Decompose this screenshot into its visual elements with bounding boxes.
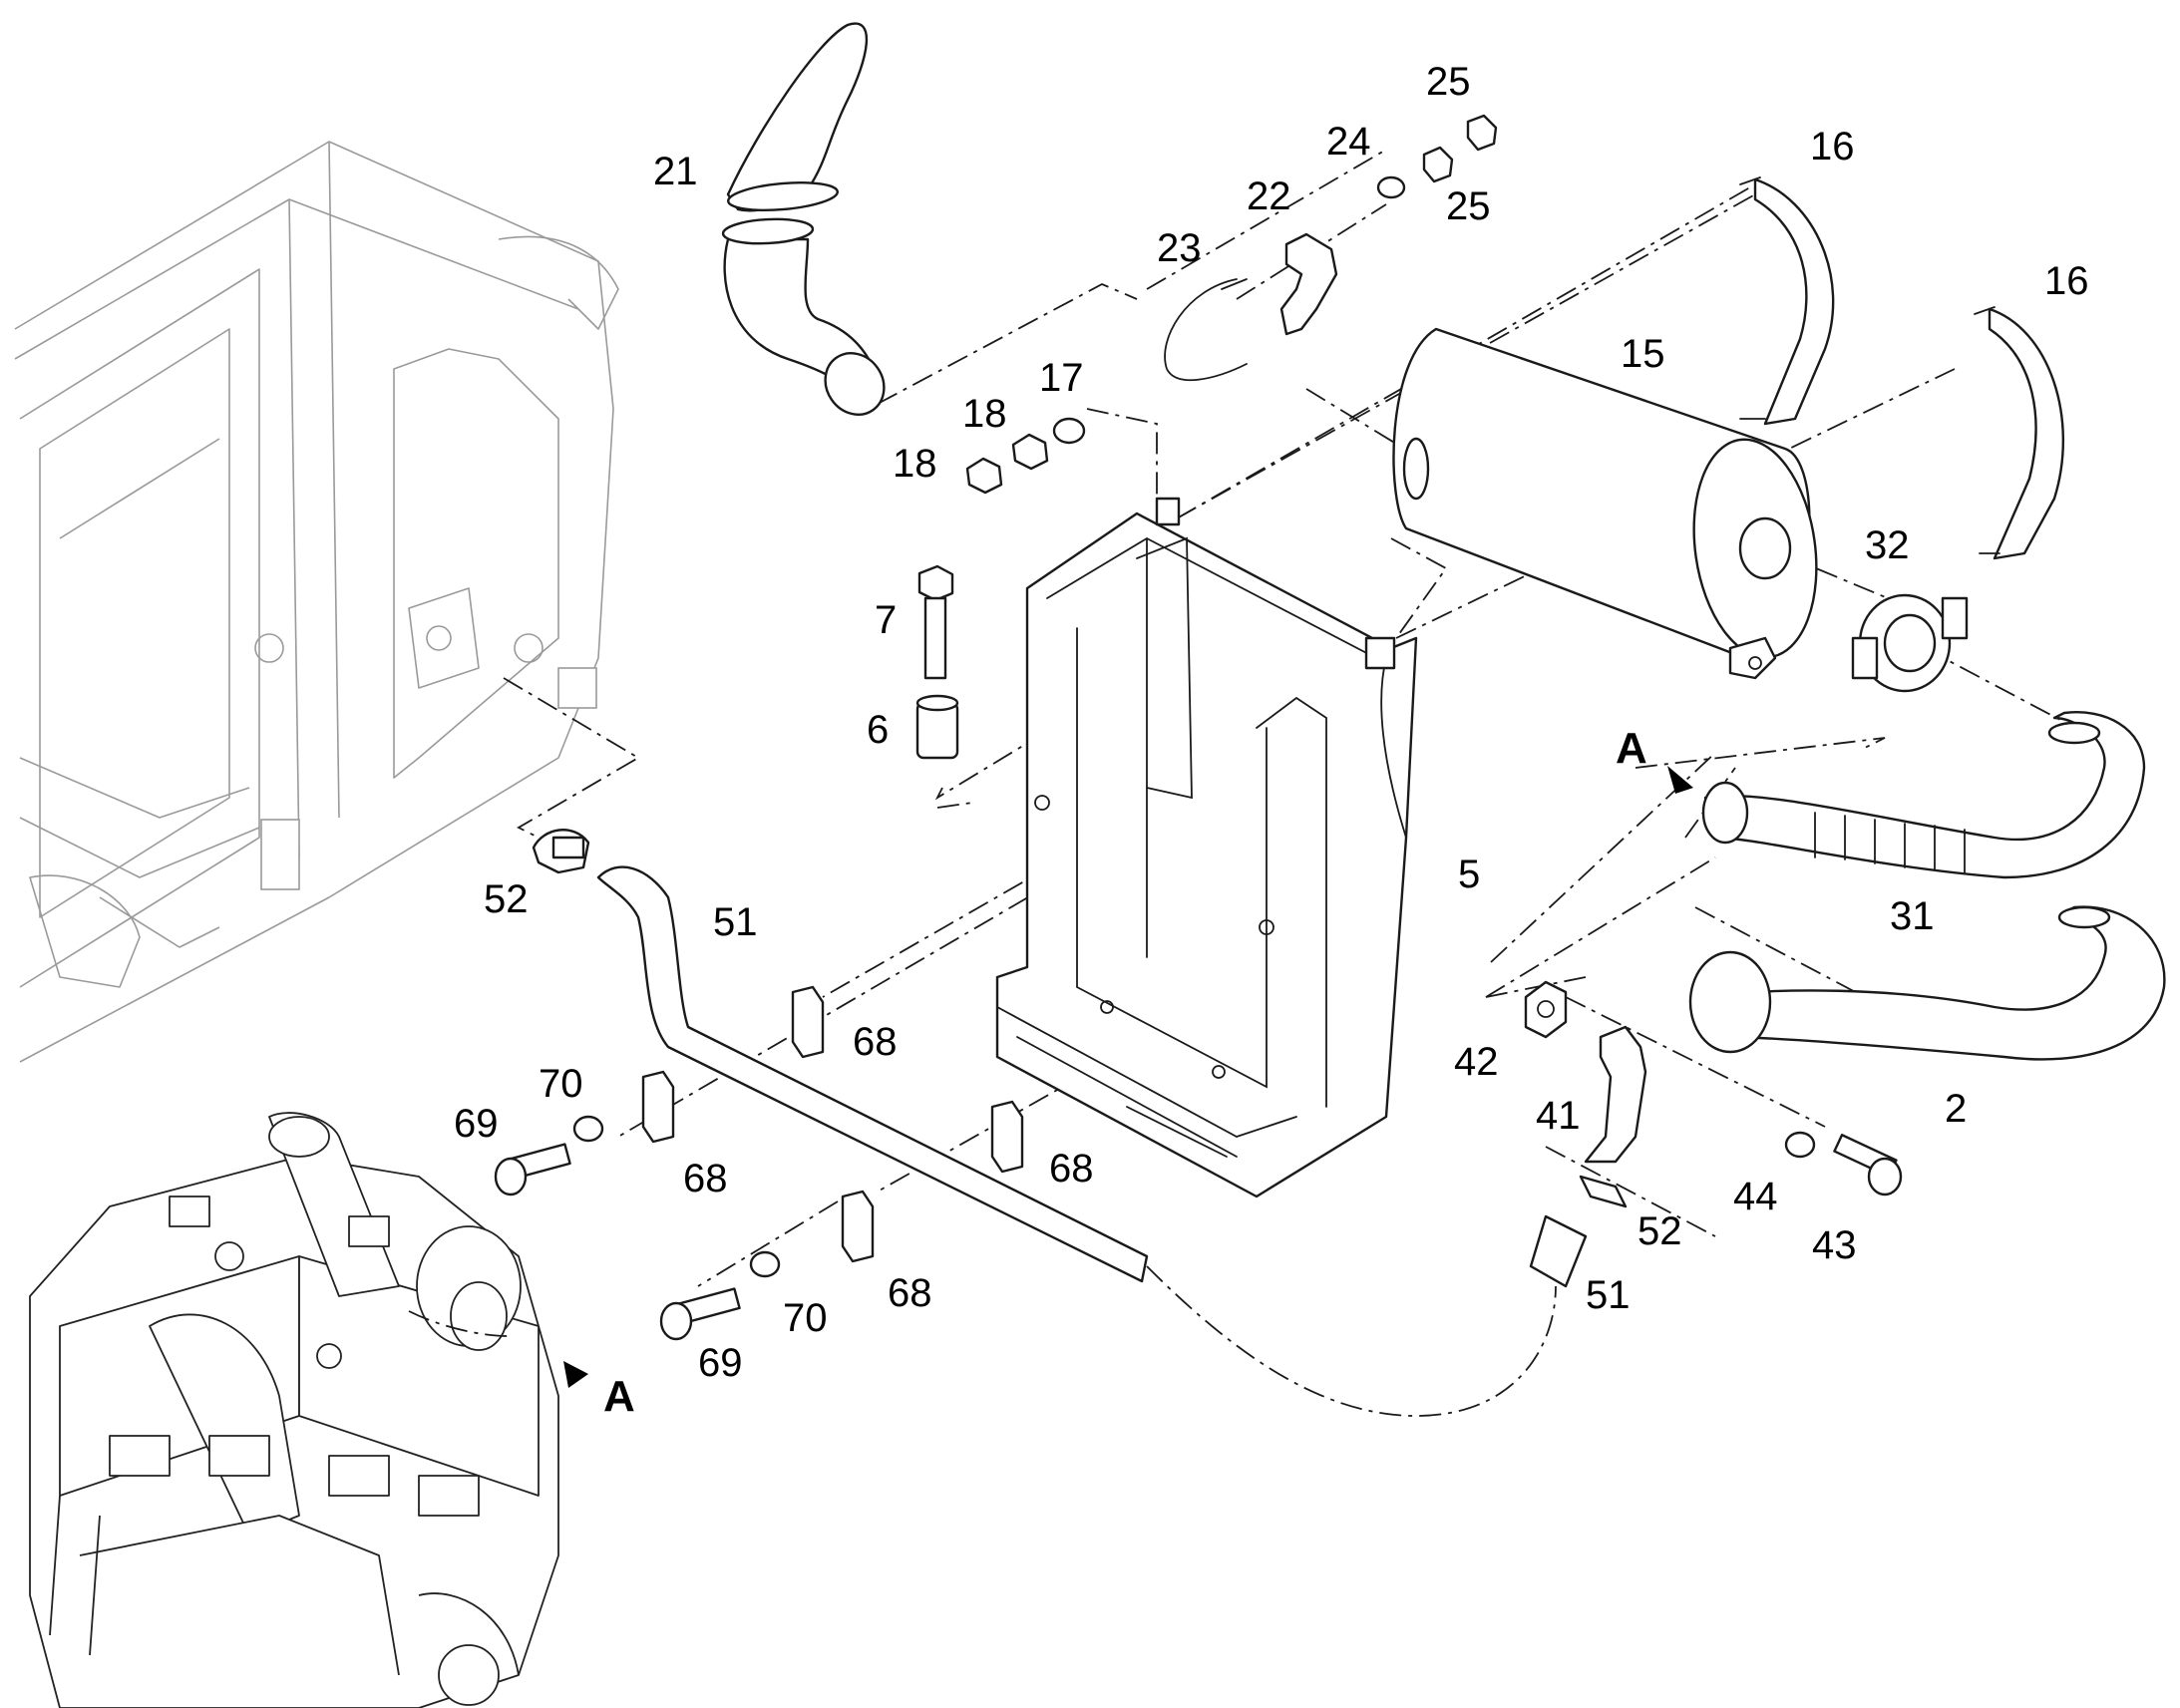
callout-31: 31 — [1890, 894, 1935, 938]
callout-16b: 16 — [2044, 259, 2089, 303]
callout-16a: 16 — [1810, 125, 1855, 169]
callout-5: 5 — [1458, 853, 1480, 896]
clip-68a — [791, 985, 825, 1059]
spacer-6 — [915, 694, 959, 760]
callout-68c: 68 — [1049, 1147, 1094, 1191]
bracket-5 — [995, 497, 1418, 1198]
callout-18b: 18 — [962, 392, 1007, 436]
washer-70a — [572, 1115, 604, 1143]
u-bolt-23 — [1164, 278, 1248, 382]
bolt-69a — [494, 1143, 571, 1196]
clip-68c — [990, 1100, 1024, 1174]
callout-69b: 69 — [698, 1341, 743, 1385]
callout-7: 7 — [875, 598, 897, 642]
washer-24 — [1376, 175, 1406, 199]
washer-70b — [749, 1250, 781, 1278]
callout-21: 21 — [653, 150, 698, 193]
clip-68d — [841, 1190, 875, 1263]
hose-2 — [1688, 905, 2166, 1061]
hose-31 — [1701, 711, 2146, 879]
tube-52-right — [1579, 1175, 1628, 1208]
view-a-label-lower: A — [603, 1372, 635, 1421]
callout-17: 17 — [1039, 356, 1084, 400]
gasket-42 — [1524, 980, 1568, 1039]
callout-51a: 51 — [713, 900, 758, 944]
callout-23: 23 — [1157, 226, 1202, 270]
washer-17 — [1052, 417, 1086, 445]
engine-block — [29, 1112, 559, 1708]
pipe-51 — [596, 865, 1149, 1283]
callout-15: 15 — [1621, 332, 1665, 376]
callout-32: 32 — [1865, 523, 1910, 567]
callout-labels: 21 25 24 25 22 23 16 16 15 17 18 18 32 7… — [454, 60, 2089, 1385]
strap-16b — [1974, 306, 2065, 560]
callout-52b: 52 — [1637, 1209, 1682, 1253]
callout-68d: 68 — [888, 1271, 932, 1315]
muffler-15 — [1392, 327, 1818, 680]
bolt-69b — [659, 1287, 741, 1341]
washer-44 — [1784, 1131, 1816, 1159]
callout-70a: 70 — [539, 1062, 583, 1106]
tube-51-right — [1529, 1214, 1588, 1288]
clip-68b — [641, 1070, 675, 1144]
clamp-52-left — [532, 829, 590, 874]
view-a-label-upper: A — [1616, 724, 1647, 773]
clamp-22 — [1279, 232, 1338, 336]
view-a-arrow-lower — [563, 1361, 588, 1388]
nut-25a — [1422, 146, 1454, 183]
callout-42: 42 — [1454, 1040, 1499, 1084]
callout-68b: 68 — [683, 1157, 728, 1200]
view-a-arrow-upper — [1667, 766, 1693, 794]
callout-6: 6 — [867, 708, 889, 752]
callout-68a: 68 — [853, 1020, 898, 1064]
clamp-32 — [1851, 593, 1969, 693]
hose-21 — [721, 22, 886, 416]
callout-18a: 18 — [893, 442, 937, 486]
callout-24: 24 — [1326, 120, 1371, 164]
vehicle-frame-outline — [14, 141, 619, 1063]
callout-22: 22 — [1247, 174, 1291, 218]
callout-25a: 25 — [1426, 60, 1471, 104]
nut-25b — [1466, 114, 1498, 152]
callout-51b: 51 — [1586, 1273, 1631, 1317]
elbow-41 — [1584, 1025, 1647, 1164]
callout-69a: 69 — [454, 1102, 499, 1146]
callout-52a: 52 — [484, 877, 529, 921]
callout-43: 43 — [1812, 1223, 1857, 1267]
callout-70b: 70 — [783, 1296, 828, 1340]
callout-44: 44 — [1733, 1175, 1778, 1218]
nut-18a — [965, 457, 1003, 495]
bolt-7 — [917, 564, 954, 680]
callout-25b: 25 — [1446, 184, 1491, 228]
callout-2: 2 — [1945, 1087, 1967, 1131]
nut-18b — [1011, 433, 1049, 471]
strap-16a — [1739, 176, 1835, 426]
callout-41: 41 — [1536, 1094, 1581, 1138]
bolt-43 — [1833, 1134, 1903, 1196]
